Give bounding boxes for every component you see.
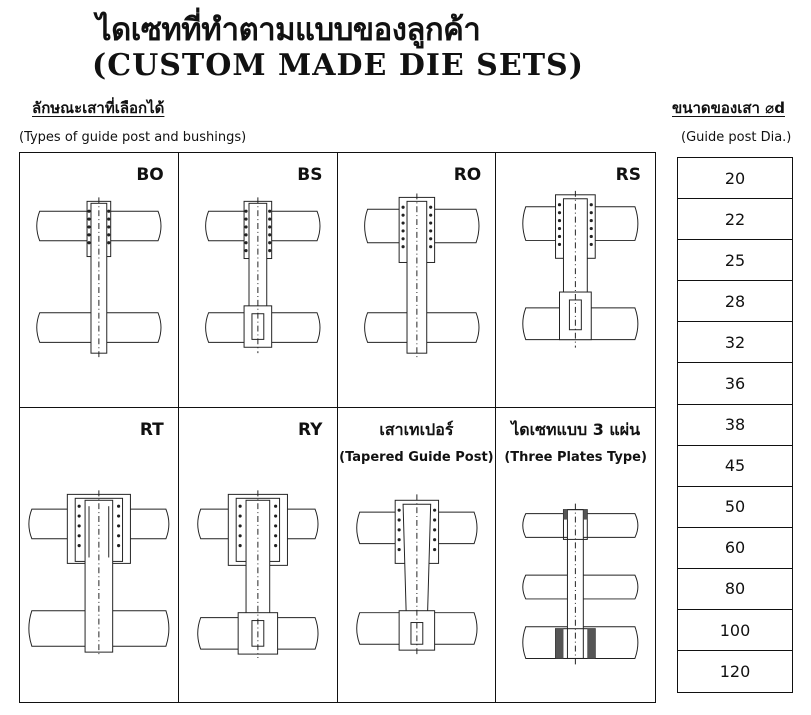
size-cell: 45 bbox=[678, 446, 792, 487]
guide-post-diameter-table: 20 22 25 28 32 36 38 45 50 60 80 100 120 bbox=[677, 157, 793, 694]
type-cell-three-plates: ไดเซทแบบ 3 แผ่น (Three Plates Type) bbox=[496, 408, 655, 702]
size-cell: 25 bbox=[678, 240, 792, 282]
type-cell-rs: RS bbox=[496, 153, 655, 408]
sizes-section-title: ขนาดของเสา ⌀d bbox=[672, 99, 785, 117]
rs-drawing-icon bbox=[522, 190, 639, 348]
size-cell: 60 bbox=[678, 528, 792, 569]
type-cell-ro: RO bbox=[337, 153, 497, 408]
type-label: BS bbox=[297, 165, 323, 185]
sizes-section-subtitle: (Guide post Dia.) bbox=[681, 130, 792, 145]
guide-post-types-grid: BO BS bbox=[19, 152, 656, 703]
type-cell-bs: BS bbox=[178, 153, 338, 408]
type-label: RY bbox=[298, 420, 323, 440]
types-section-subtitle: (Types of guide post and bushings) bbox=[19, 130, 247, 145]
type-sublabel: (Tapered Guide Post) bbox=[339, 450, 494, 465]
tapered-guide-post-drawing-icon bbox=[355, 494, 478, 655]
bo-drawing-icon bbox=[36, 197, 162, 358]
bs-drawing-icon bbox=[204, 197, 321, 354]
size-cell: 36 bbox=[678, 363, 792, 405]
size-cell: 20 bbox=[678, 158, 792, 200]
size-cell: 22 bbox=[678, 199, 792, 241]
types-section-title: ลักษณะเสาที่เลือกได้ bbox=[32, 99, 165, 117]
size-cell: 32 bbox=[678, 322, 792, 364]
ro-drawing-icon bbox=[363, 193, 479, 358]
type-label: เสาเทเปอร์ bbox=[379, 420, 454, 439]
type-cell-ry: RY bbox=[179, 408, 338, 702]
size-cell: 38 bbox=[678, 405, 792, 446]
type-cell-tapered-guide-post: เสาเทเปอร์ (Tapered Guide Post) bbox=[338, 408, 497, 702]
type-cell-rt: RT bbox=[20, 408, 179, 702]
size-cell: 50 bbox=[678, 487, 792, 528]
type-label: RT bbox=[139, 420, 164, 440]
page-title-english: (CUSTOM MADE DIE SETS) bbox=[92, 48, 584, 83]
three-plates-drawing-icon bbox=[522, 503, 639, 665]
rt-drawing-icon bbox=[28, 490, 170, 657]
type-label: ไดเซทแบบ 3 แผ่น bbox=[511, 420, 641, 439]
type-label: BO bbox=[136, 165, 164, 185]
type-sublabel: (Three Plates Type) bbox=[504, 450, 647, 465]
type-label: RS bbox=[615, 165, 641, 185]
page-title-thai: ไดเซทที่ทำตามแบบของลูกค้า bbox=[96, 12, 481, 48]
size-cell: 80 bbox=[678, 569, 792, 611]
type-label: RO bbox=[453, 165, 482, 185]
size-cell: 120 bbox=[719, 662, 751, 682]
type-cell-bo: BO bbox=[20, 153, 179, 408]
size-cell: 28 bbox=[678, 281, 792, 323]
size-cell: 100 bbox=[678, 610, 792, 652]
ry-drawing-icon bbox=[196, 490, 319, 659]
